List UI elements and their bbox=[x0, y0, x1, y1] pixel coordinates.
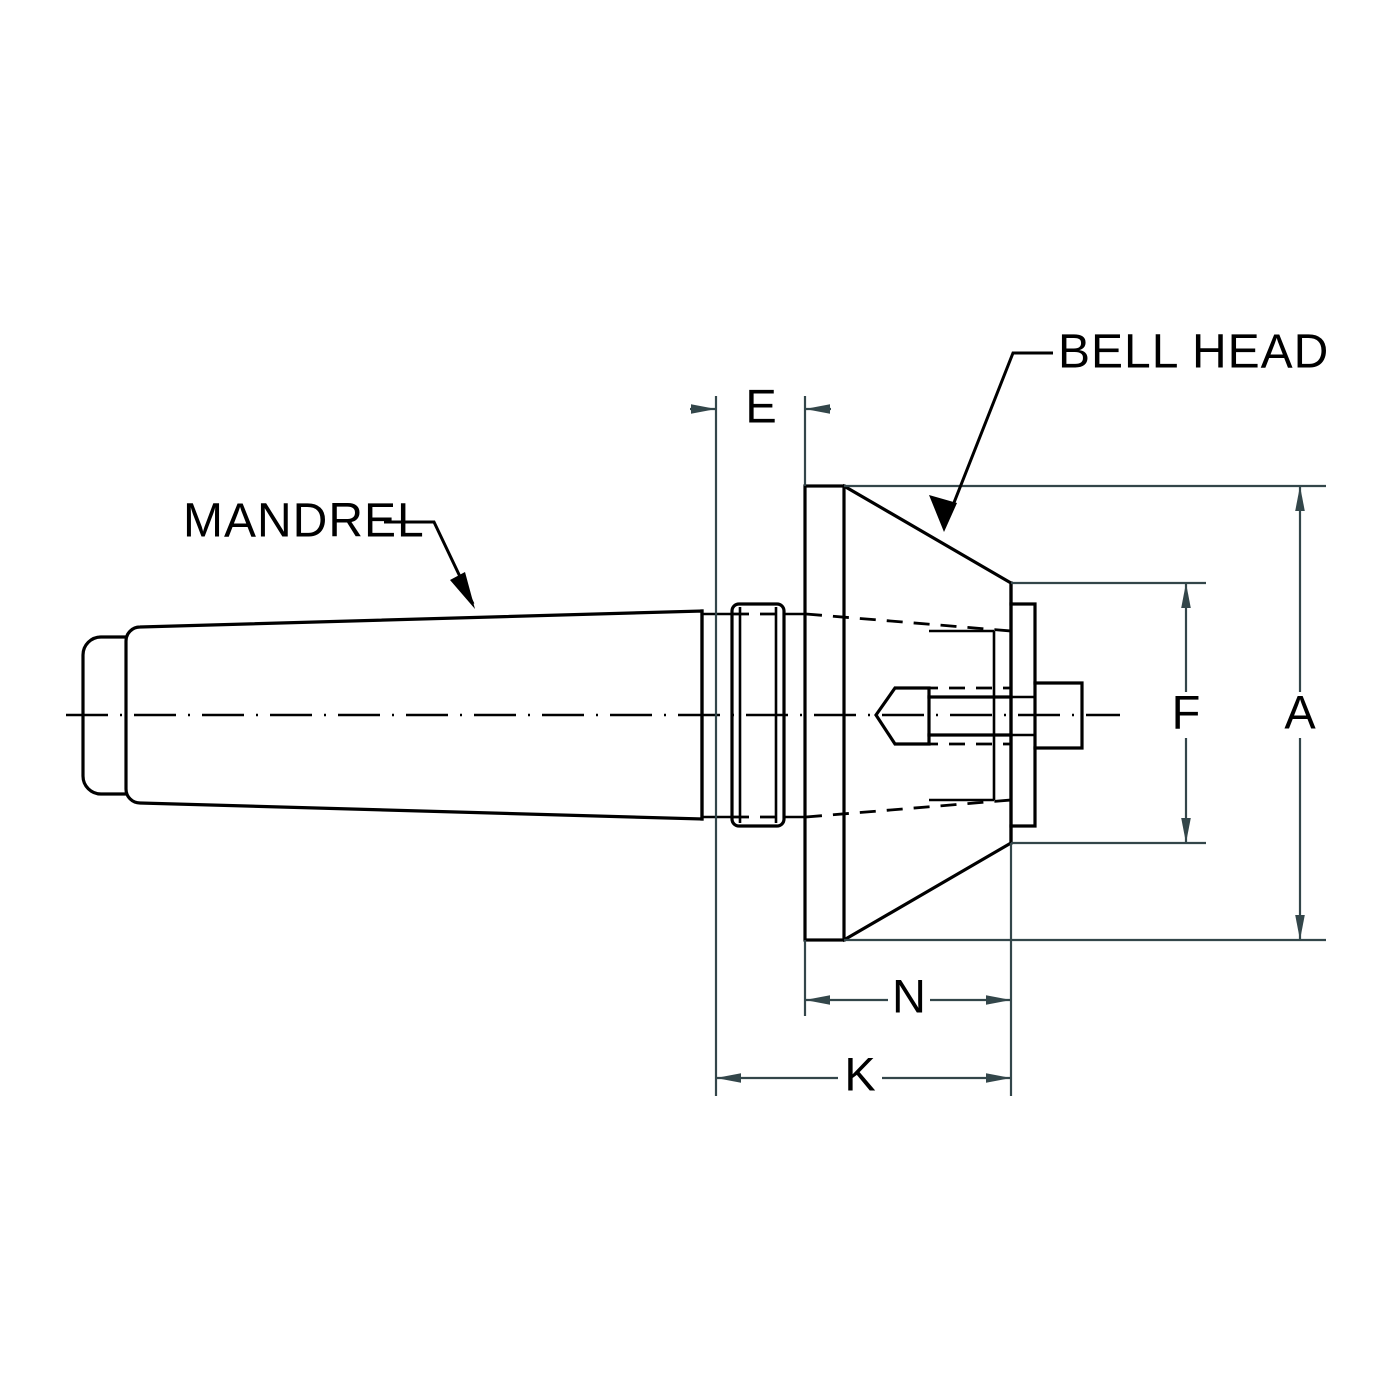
dimension-A-label: A bbox=[1284, 685, 1316, 738]
mandrel-callout: MANDREL bbox=[183, 495, 475, 609]
dimension-E-label: E bbox=[745, 379, 776, 432]
bell-head-leader-line bbox=[942, 351, 1053, 529]
bell-head-bore-hidden-top bbox=[805, 612, 1012, 633]
collar-outline bbox=[730, 602, 786, 828]
bell-head-flange bbox=[1009, 602, 1037, 828]
mandrel-tang bbox=[81, 635, 128, 796]
bell-head-label: BELL HEAD bbox=[1058, 326, 1329, 379]
dimension-K: K bbox=[714, 612, 1013, 1100]
center-pin-shank bbox=[927, 695, 1013, 737]
dimension-E: E bbox=[690, 379, 831, 612]
mandrel-label: MANDREL bbox=[183, 495, 425, 548]
bell-head-back-plate bbox=[803, 484, 846, 942]
bell-head-assembly bbox=[803, 483, 1084, 943]
center-pin bbox=[874, 686, 1035, 746]
dimension-N: N bbox=[803, 843, 1013, 1022]
bell-head-leader-arrow-icon bbox=[929, 495, 957, 532]
center-pin-point-and-body bbox=[874, 686, 931, 746]
collar-ring bbox=[730, 602, 786, 828]
mandrel-body bbox=[81, 609, 733, 821]
dimension-N-label: N bbox=[892, 969, 926, 1022]
mandrel-leader-arrow-icon bbox=[450, 572, 475, 609]
bell-head-callout: BELL HEAD bbox=[929, 326, 1329, 532]
dimension-K-label: K bbox=[844, 1047, 875, 1100]
shaft-into-bell-head bbox=[784, 612, 806, 819]
bell-head-stub bbox=[1033, 681, 1084, 750]
bell-head-bore-hidden-bottom bbox=[805, 798, 1012, 819]
mandrel-taper-outline bbox=[124, 609, 704, 821]
dimension-A: A bbox=[844, 484, 1326, 942]
dimension-F-label: F bbox=[1172, 685, 1201, 738]
dimension-F: F bbox=[1011, 581, 1206, 845]
